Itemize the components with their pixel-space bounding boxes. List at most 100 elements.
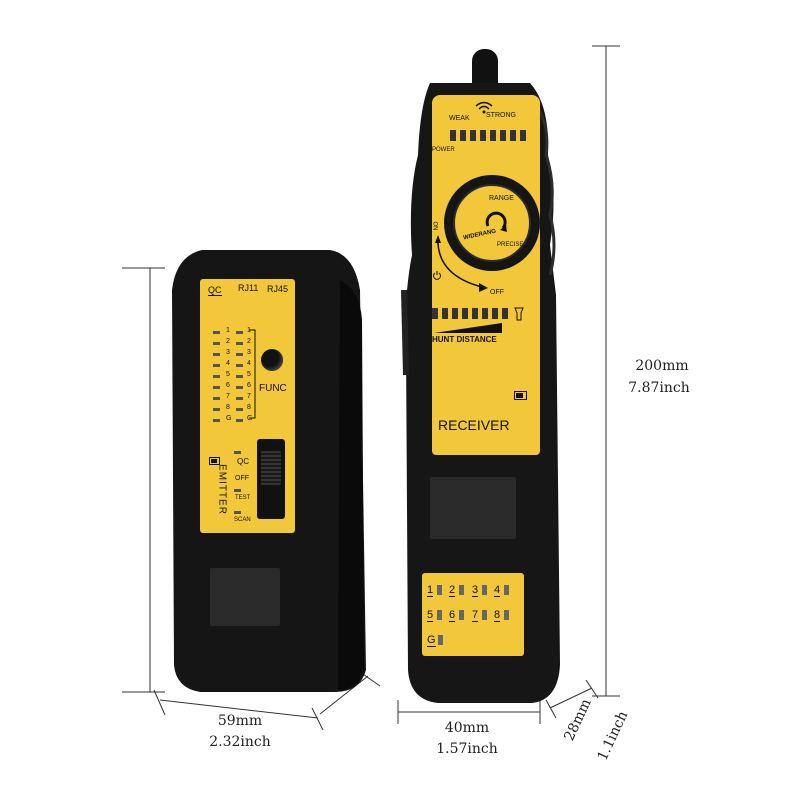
rj-led-g bbox=[236, 419, 243, 422]
battery-icon bbox=[514, 391, 527, 400]
test-mode-led bbox=[234, 489, 241, 492]
range-dial-face[interactable]: RANGE WIDERANG PRECISE bbox=[453, 184, 531, 262]
rotate-arrow-icon bbox=[485, 211, 507, 232]
func-button[interactable] bbox=[261, 349, 283, 371]
qc-mode-label: QC bbox=[237, 457, 249, 466]
receiver-device: WEAK STRONG POWER RANGE WIDERANG PRECISE… bbox=[400, 45, 570, 710]
signal-led-2 bbox=[460, 130, 466, 141]
distance-wedge bbox=[434, 323, 502, 333]
off-label: OFF bbox=[235, 475, 249, 482]
scan-mode-led bbox=[234, 511, 241, 514]
qc-label: QC bbox=[208, 285, 222, 296]
pin-number: 5 bbox=[247, 371, 251, 378]
mode-slide-switch[interactable] bbox=[257, 439, 285, 519]
weak-label: WEAK bbox=[449, 115, 470, 122]
pin-label-8: 8 bbox=[494, 609, 501, 622]
qc-led-8 bbox=[213, 408, 220, 411]
wifi-signal-icon bbox=[475, 101, 493, 114]
pin-led-2 bbox=[459, 585, 464, 595]
pin-label-3: 3 bbox=[472, 584, 479, 597]
signal-led-4 bbox=[480, 130, 486, 141]
rj-led-4 bbox=[236, 364, 243, 367]
range-dial[interactable]: RANGE WIDERANG PRECISE bbox=[444, 175, 540, 271]
rj-led-3 bbox=[236, 353, 243, 356]
hunt-distance-label: HUNT DISTANCE bbox=[432, 335, 497, 344]
receiver-top-panel: WEAK STRONG POWER RANGE WIDERANG PRECISE… bbox=[432, 95, 540, 455]
power-on-arc bbox=[435, 235, 488, 292]
hunt-led-2 bbox=[442, 308, 448, 319]
pin-number: 8 bbox=[226, 404, 230, 411]
pin-number: 5 bbox=[226, 371, 230, 378]
pin-number: 2 bbox=[226, 338, 230, 345]
pin-label-4: 4 bbox=[494, 584, 501, 597]
signal-led-8 bbox=[520, 130, 526, 141]
flashlight-icon bbox=[514, 307, 524, 321]
pin-led-5 bbox=[437, 610, 442, 620]
hunt-led-3 bbox=[452, 308, 458, 319]
rj45-label: RJ45 bbox=[267, 284, 289, 294]
strong-label: STRONG bbox=[486, 112, 516, 119]
qc-led-3 bbox=[213, 353, 220, 356]
signal-led-1 bbox=[450, 130, 456, 141]
pin-number: 7 bbox=[226, 393, 230, 400]
signal-led-5 bbox=[490, 130, 496, 141]
pin-label-7: 7 bbox=[472, 609, 479, 622]
rj-led-2 bbox=[236, 342, 243, 345]
rj-led-7 bbox=[236, 397, 243, 400]
signal-led-6 bbox=[500, 130, 506, 141]
pin-led-4 bbox=[504, 585, 509, 595]
receiver-width-mm: 40mm bbox=[444, 720, 490, 736]
emitter-panel: QC RJ11 RJ45 1 2 3 4 5 6 7 8 G bbox=[200, 279, 295, 533]
pin-number: 1 bbox=[226, 327, 230, 334]
qc-led-1 bbox=[213, 331, 220, 334]
height-inch: 7.87inch bbox=[628, 380, 690, 396]
qc-led-4 bbox=[213, 364, 220, 367]
on-label: ON bbox=[431, 221, 438, 231]
receiver-name-label: RECEIVER bbox=[438, 417, 510, 433]
signal-led-7 bbox=[510, 130, 516, 141]
rj-led-1 bbox=[236, 331, 243, 334]
slide-switch-knob[interactable] bbox=[261, 451, 281, 485]
pin-number: 3 bbox=[247, 349, 251, 356]
rj11-label: RJ11 bbox=[238, 283, 259, 293]
emitter-width-inch: 2.32inch bbox=[209, 734, 271, 750]
hunt-led-5 bbox=[472, 308, 478, 319]
qc-mode-led bbox=[234, 451, 241, 454]
pin-label-2: 2 bbox=[449, 584, 456, 597]
power-icon bbox=[433, 271, 441, 280]
func-label: FUNC bbox=[259, 383, 287, 394]
pin-led-6 bbox=[459, 610, 464, 620]
pin-number: 4 bbox=[247, 360, 251, 367]
pin-number: 7 bbox=[247, 393, 251, 400]
emitter-width-mm: 59mm bbox=[217, 713, 263, 729]
battery-icon bbox=[209, 457, 220, 465]
pin-label-1: 1 bbox=[427, 584, 434, 597]
test-label: TEST bbox=[235, 495, 251, 501]
pin-number: 1 bbox=[247, 327, 251, 334]
hunt-led-6 bbox=[482, 308, 488, 319]
pin-number: G bbox=[226, 415, 232, 422]
qc-led-5 bbox=[213, 375, 220, 378]
hunt-led-8 bbox=[502, 308, 508, 319]
range-label: RANGE bbox=[489, 195, 514, 202]
rj-led-5 bbox=[236, 375, 243, 378]
hunt-led-1 bbox=[432, 308, 438, 319]
pin-led-3 bbox=[482, 585, 487, 595]
pin-led-g bbox=[438, 635, 443, 645]
pin-led-1 bbox=[437, 585, 442, 595]
qc-led-g bbox=[213, 419, 220, 422]
qc-led-2 bbox=[213, 342, 220, 345]
receiver-pin-panel: 1 2 3 4 5 6 7 8 G bbox=[422, 573, 524, 656]
pin-number: 6 bbox=[226, 382, 230, 389]
pin-label-5: 5 bbox=[427, 609, 434, 622]
receiver-width-inch: 1.57inch bbox=[436, 741, 498, 757]
off-label: OFF bbox=[490, 289, 504, 296]
pin-led-7 bbox=[482, 610, 487, 620]
pin-number: 6 bbox=[247, 382, 251, 389]
pin-number: 3 bbox=[226, 349, 230, 356]
rj-led-8 bbox=[236, 408, 243, 411]
pin-label-g: G bbox=[427, 634, 436, 647]
height-mm: 200mm bbox=[635, 358, 689, 374]
qc-led-6 bbox=[213, 386, 220, 389]
